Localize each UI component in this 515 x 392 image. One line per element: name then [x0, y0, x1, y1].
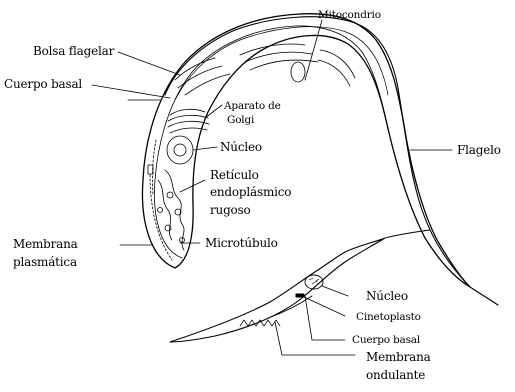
microtubules [150, 140, 172, 260]
nucleus [167, 136, 193, 164]
label-cinetoplasto: Cinetoplasto [356, 311, 421, 323]
label-membrana-ondulante-line1: Membrana [366, 350, 431, 364]
label-membrana-plasmatica-line2: plasmática [13, 255, 77, 269]
label-reticulo-line2: endoplásmico [210, 185, 291, 199]
mitochondrion [291, 62, 305, 82]
flagellum [165, 17, 498, 305]
label-reticulo-line3: rugoso [210, 203, 251, 217]
label-flagelo: Flagelo [457, 143, 501, 157]
small-cell-outline [170, 238, 385, 342]
label-bolsa-flagelar: Bolsa flagelar [33, 44, 114, 58]
label-aparato-golgi-line2: Golgi [227, 114, 254, 126]
label-mitocondrio: Mitocondrio [318, 9, 381, 21]
label-cuerpo-basal-top: Cuerpo basal [4, 77, 82, 91]
label-microtubulo: Microtúbulo [205, 236, 278, 250]
label-membrana-plasmatica-line1: Membrana [13, 237, 78, 251]
undulating-membrane [240, 320, 280, 326]
label-nucleo-bottom: Núcleo [366, 289, 408, 303]
label-aparato-golgi-line1: Aparato de [224, 100, 281, 112]
label-cuerpo-basal-bottom: Cuerpo basal [352, 334, 420, 346]
golgi-apparatus [168, 109, 209, 133]
label-membrana-ondulante-line2: ondulante [366, 368, 425, 382]
label-reticulo-line1: Retículo [210, 168, 259, 182]
label-nucleo-top: Núcleo [220, 140, 262, 154]
